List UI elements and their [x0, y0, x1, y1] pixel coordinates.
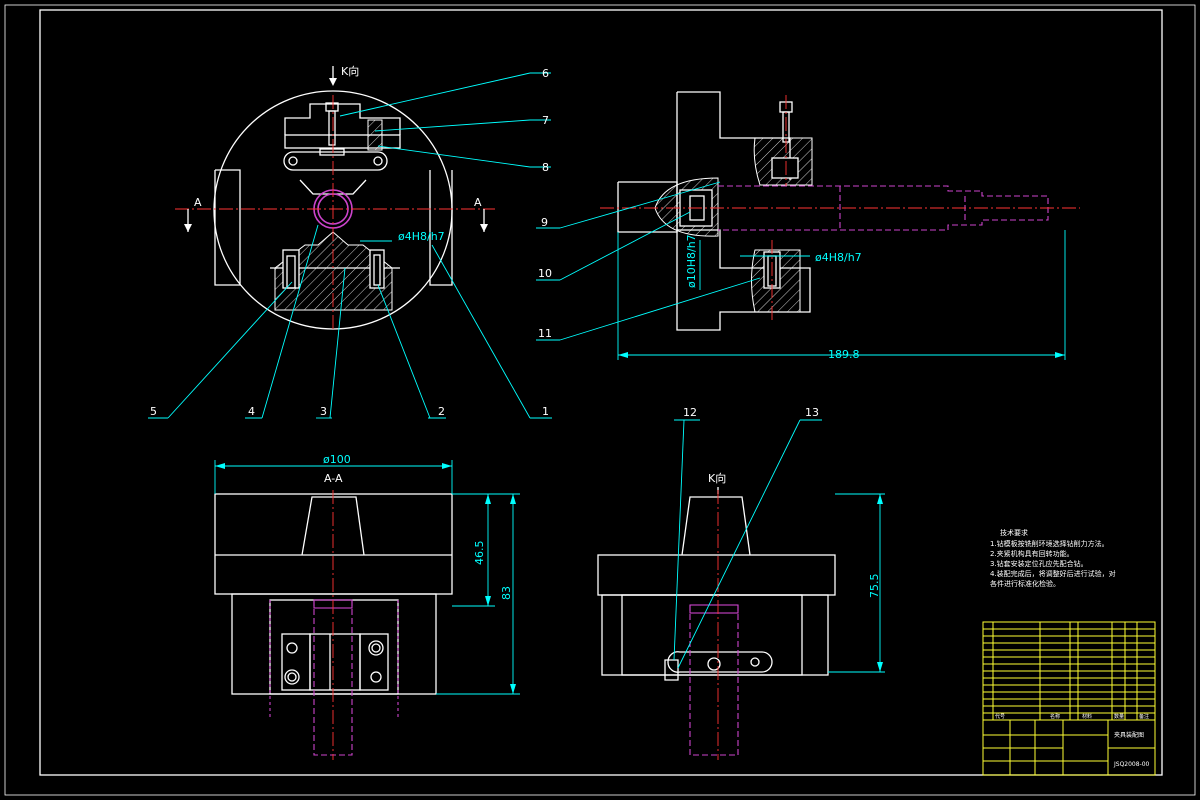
- balloons-top-left: 6 7 8 5 4 3 2 1: [148, 67, 552, 419]
- balloon-6: 6: [542, 67, 549, 80]
- tech-line-5: 各件进行标准化检验。: [990, 579, 1060, 588]
- outer-border: [4, 4, 1196, 796]
- header-qty: 数量: [1114, 713, 1124, 720]
- header-name: 名称: [1050, 713, 1060, 720]
- section-label-right: A: [474, 196, 482, 209]
- dimension-75-5: 75.5: [868, 574, 881, 599]
- inner-frame: [39, 9, 1163, 776]
- balloon-12: 12: [683, 406, 697, 419]
- k-direction-label-bottom: K向: [708, 471, 726, 485]
- fit-label-top-left: ø4H8/h7: [398, 230, 445, 243]
- section-label-left: A: [194, 196, 202, 209]
- fit-label-top-right: ø4H8/h7: [815, 251, 862, 264]
- balloon-4: 4: [248, 405, 255, 418]
- v-block-section: [274, 231, 393, 311]
- dimension-diameter-100: ø100: [323, 453, 351, 466]
- dimension-46-5: 46.5: [473, 541, 486, 566]
- k-direction-label-top: K向: [341, 64, 359, 78]
- fit-label-vertical: ø10H8/h7: [685, 234, 698, 288]
- drawing-name: 夹具装配图: [1114, 731, 1144, 739]
- tech-requirements-title: 技术要求: [1000, 528, 1028, 537]
- balloon-2: 2: [438, 405, 445, 418]
- dimension-83: 83: [500, 586, 513, 600]
- top-right-view: ø4H8/h7 ø10H8/h7 189.8: [600, 91, 1080, 361]
- balloon-11: 11: [538, 327, 552, 340]
- drawing-number: JSQ2008-00: [1113, 761, 1150, 768]
- header-code: 代号: [995, 713, 1005, 720]
- section-title-aa: A-A: [324, 472, 343, 485]
- tech-line-2: 2.夹紧机构具有回转功能。: [990, 549, 1074, 558]
- balloon-9: 9: [541, 216, 548, 229]
- tech-requirements: 技术要求 1.钻模板按铣削环境选择钻削力方法。 2.夹紧机构具有回转功能。 3.…: [990, 528, 1116, 588]
- dimension-189-8: 189.8: [828, 348, 860, 361]
- balloon-1: 1: [542, 405, 549, 418]
- bottom-left-view: A-A ø100 46.5 83: [214, 453, 520, 760]
- header-note: 备注: [1139, 713, 1149, 720]
- tech-line-3: 3.钻套安装定位孔应先配合钻。: [990, 559, 1088, 568]
- balloons-top-right: 9 10 11: [536, 181, 761, 341]
- tech-line-1: 1.钻模板按铣削环境选择钻削力方法。: [990, 539, 1109, 548]
- header-material: 材料: [1082, 713, 1092, 720]
- parts-list: 代号 名称 材料 数量 备注: [982, 621, 1156, 721]
- title-block: 夹具装配图 JSQ2008-00: [982, 719, 1156, 776]
- balloon-3: 3: [320, 405, 327, 418]
- tech-line-4: 4.装配完成后，将调整好后进行试验，对: [990, 569, 1116, 578]
- balloon-10: 10: [538, 267, 552, 280]
- balloon-8: 8: [542, 161, 549, 174]
- balloon-5: 5: [150, 405, 157, 418]
- bottom-right-view: K向 75.5 12 13: [597, 406, 885, 760]
- top-left-view: A A K向 ø4H8/h7: [175, 64, 495, 330]
- balloon-13: 13: [805, 406, 819, 419]
- balloon-7: 7: [542, 114, 549, 127]
